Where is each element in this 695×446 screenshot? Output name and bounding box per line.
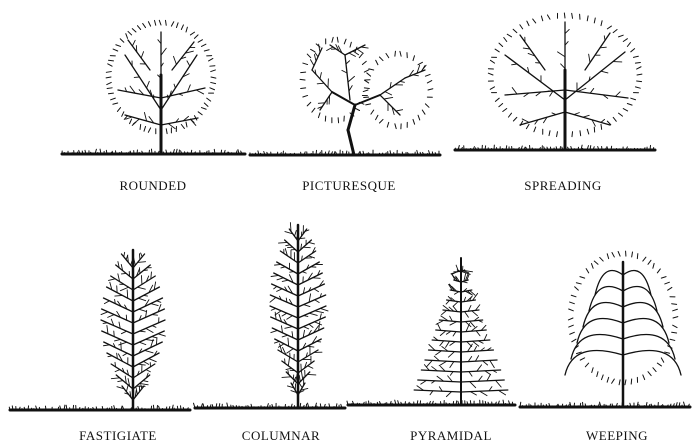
columnar-tree [270,223,328,408]
label-rounded: ROUNDED [119,178,186,194]
picturesque-tree [300,37,433,155]
fastigiate-tree [101,250,165,410]
rounded-tree [106,20,216,154]
pyramidal-tree [414,258,508,405]
label-fastigiate: FASTIGIATE [79,428,157,444]
label-picturesque: PICTURESQUE [302,178,396,194]
weeping-tree [565,251,681,407]
label-spreading: SPREADING [524,178,601,194]
label-columnar: COLUMNAR [242,428,320,444]
label-pyramidal: PYRAMIDAL [410,428,492,444]
label-weeping: WEEPING [586,428,648,444]
spreading-tree [488,13,642,150]
